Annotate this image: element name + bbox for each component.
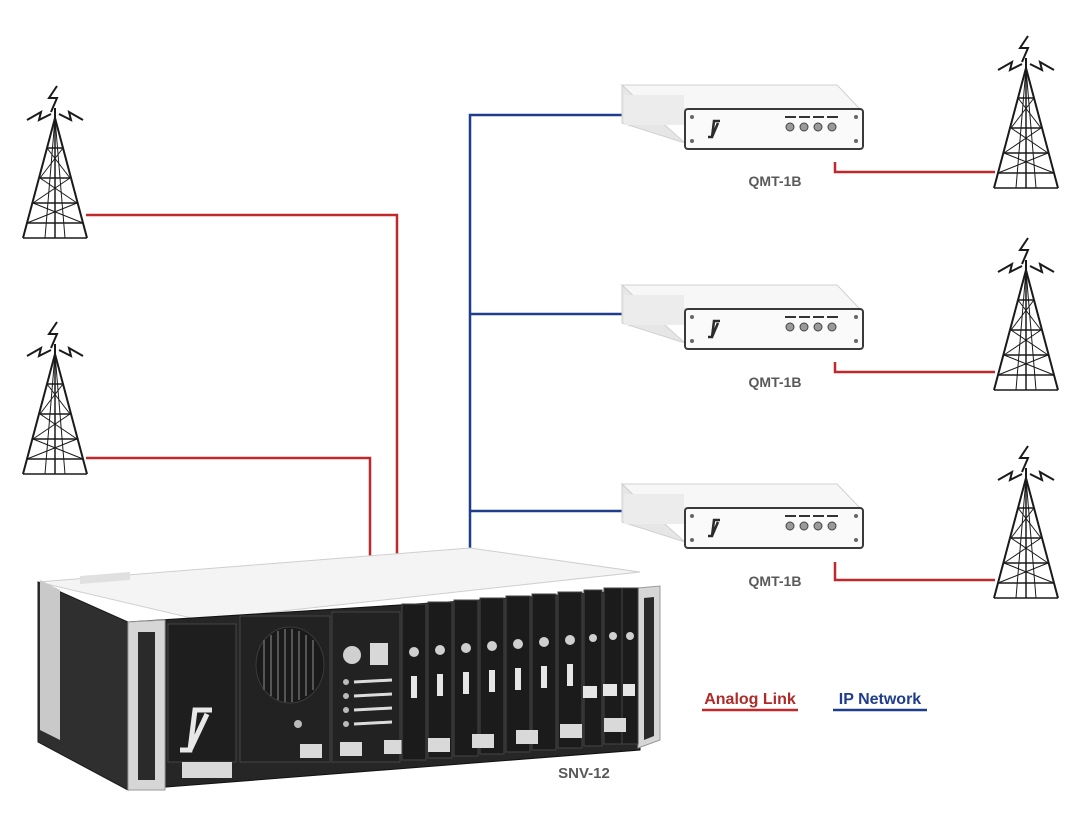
legend-analog-link: Analog Link xyxy=(704,691,796,708)
analog-link-tower2 xyxy=(86,456,372,556)
remote-unit-label: QMT-1B xyxy=(749,173,802,189)
analog-links xyxy=(86,162,995,582)
control-knob xyxy=(343,646,361,664)
remote-unit-2 xyxy=(620,283,865,351)
radio-tower-icon xyxy=(22,321,88,475)
main-unit-chassis xyxy=(37,547,661,791)
remote-unit-label: QMT-1B xyxy=(749,374,802,390)
analog-link-remote3 xyxy=(833,562,995,582)
radio-tower-icon xyxy=(993,445,1059,599)
radio-tower-icon xyxy=(993,35,1059,189)
ip-trunk xyxy=(468,113,622,548)
ip-network-links xyxy=(468,113,622,548)
analog-link-remote2 xyxy=(833,362,995,374)
legend: Analog Link IP Network xyxy=(702,691,927,712)
main-unit-label: SNV-12 xyxy=(558,765,610,782)
analog-link-tower1 xyxy=(86,213,399,556)
analog-link-remote1 xyxy=(833,162,995,174)
legend-ip-network: IP Network xyxy=(839,691,922,708)
company-logo-icon xyxy=(180,707,212,753)
radio-tower-icon xyxy=(993,237,1059,391)
remote-unit-1 xyxy=(620,83,865,151)
remote-unit-3 xyxy=(620,482,865,550)
radio-tower-icon xyxy=(22,85,88,239)
remote-unit-label: QMT-1B xyxy=(749,573,802,589)
control-button xyxy=(370,643,388,665)
